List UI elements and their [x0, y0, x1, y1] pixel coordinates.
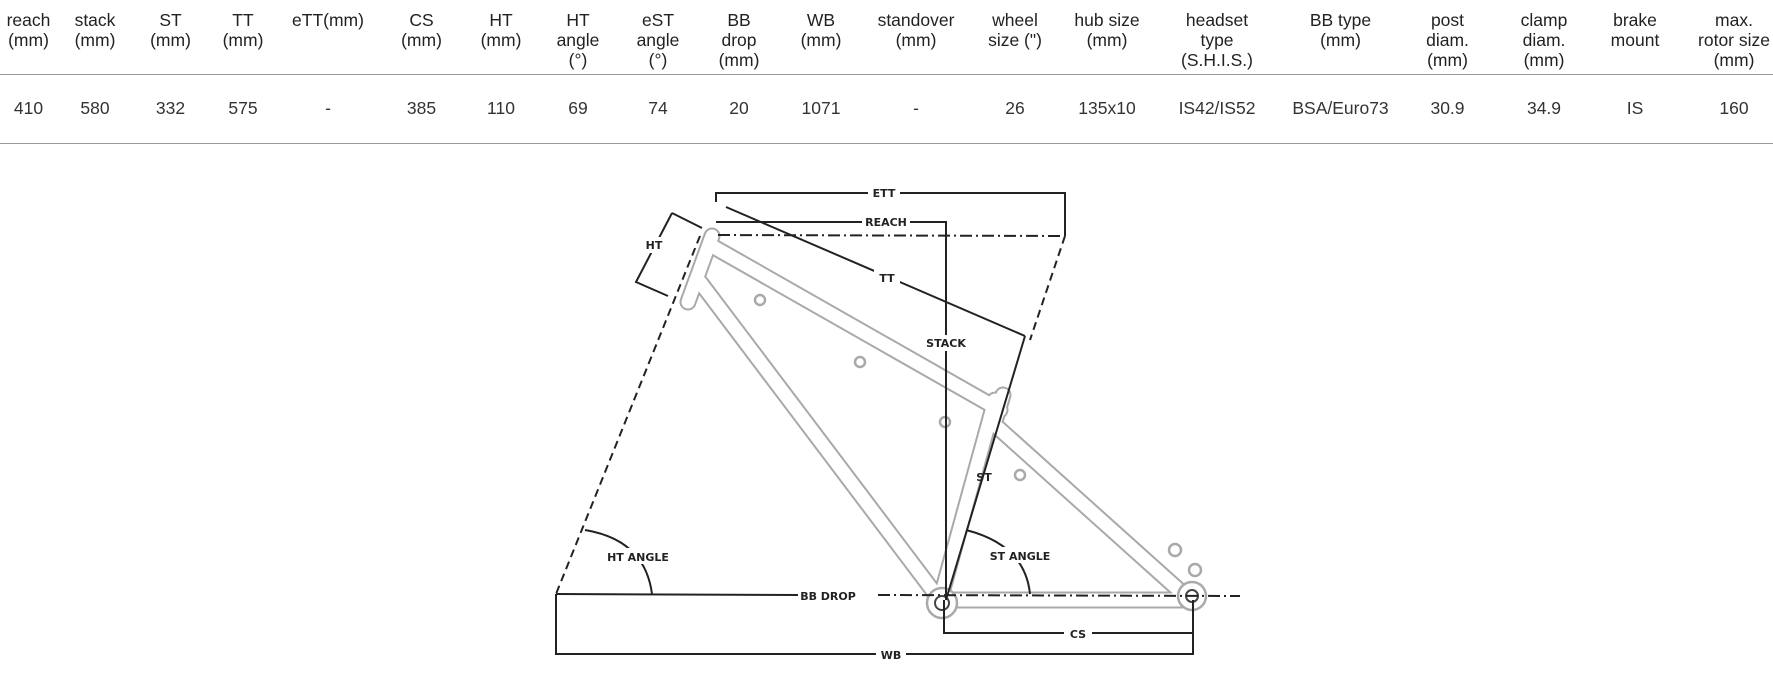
cell-ht-angle: 69	[537, 74, 619, 144]
ht-axis-line	[555, 235, 701, 595]
dimension-labels: ETT REACH HT TT STACK ST HT ANGLE ST ANG…	[604, 185, 1092, 663]
geometry-table: reach (mm) stack (mm) ST (mm) TT (mm) eT…	[0, 0, 1773, 144]
header-standover: standover (mm)	[861, 0, 971, 75]
table-header-row: reach (mm) stack (mm) ST (mm) TT (mm) eT…	[0, 0, 1773, 75]
header-clamp-diam: clamp diam. (mm)	[1493, 0, 1595, 75]
cell-wheel-size: 26	[971, 74, 1059, 144]
header-brake-mount: brake mount	[1595, 0, 1675, 75]
header-ht-angle: HT angle (°)	[537, 0, 619, 75]
seatstay-mount	[1013, 468, 1027, 482]
label-reach: REACH	[865, 216, 907, 229]
seat-axis-line	[1029, 235, 1066, 341]
header-post-diam: post diam. (mm)	[1402, 0, 1493, 75]
st-line	[945, 335, 1026, 601]
header-wheel-size: wheel size (")	[971, 0, 1059, 75]
header-tt: TT (mm)	[208, 0, 278, 75]
label-st: ST	[976, 471, 992, 484]
bb-drop-line	[555, 593, 801, 596]
table-row: 410 580 332 575 - 385 110 69 74 20 1071 …	[0, 74, 1773, 144]
cell-post-diam: 30.9	[1402, 74, 1493, 144]
cell-stack: 580	[57, 74, 133, 144]
label-wb: WB	[881, 649, 902, 662]
cell-standover: -	[861, 74, 971, 144]
bottle-mount-2	[853, 355, 867, 369]
label-tt: TT	[879, 272, 895, 285]
header-st: ST (mm)	[133, 0, 208, 75]
cell-headset-type: IS42/IS52	[1155, 74, 1279, 144]
bike-frame	[679, 227, 1208, 620]
header-ett: eTT(mm)	[278, 0, 378, 75]
header-headset-type: headset type (S.H.I.S.)	[1155, 0, 1279, 75]
label-bb-drop: BB DROP	[800, 590, 856, 603]
label-ht: HT	[646, 239, 663, 252]
cell-max-rotor: 160	[1675, 74, 1773, 144]
header-stack: stack (mm)	[57, 0, 133, 75]
dimension-lines	[555, 192, 1241, 655]
bottle-mount-1	[753, 293, 767, 307]
cell-clamp-diam: 34.9	[1493, 74, 1595, 144]
wb-line	[555, 594, 1194, 655]
label-ht-angle: HT ANGLE	[607, 551, 669, 564]
ht-line	[634, 212, 673, 297]
cell-reach: 410	[0, 74, 57, 144]
header-bb-drop: BB drop (mm)	[697, 0, 781, 75]
header-est-angle: eST angle (°)	[619, 0, 697, 75]
reach-line	[716, 221, 947, 600]
header-ht: HT (mm)	[465, 0, 537, 75]
header-cs: CS (mm)	[378, 0, 465, 75]
header-hub-size: hub size (mm)	[1059, 0, 1155, 75]
cell-st: 332	[133, 74, 208, 144]
label-cs: CS	[1070, 628, 1086, 641]
cell-ht: 110	[465, 74, 537, 144]
cell-ett: -	[278, 74, 378, 144]
cell-hub-size: 135x10	[1059, 74, 1155, 144]
cell-est-angle: 74	[619, 74, 697, 144]
cs-line	[943, 600, 1193, 634]
cell-bb-drop: 20	[697, 74, 781, 144]
cell-brake-mount: IS	[1595, 74, 1675, 144]
cell-cs: 385	[378, 74, 465, 144]
header-wb: WB (mm)	[781, 0, 861, 75]
header-max-rotor: max. rotor size (mm)	[1675, 0, 1773, 75]
brake-mount-lower	[1187, 562, 1203, 578]
label-stack: STACK	[926, 337, 966, 350]
label-ett: ETT	[873, 187, 896, 200]
cell-bb-type: BSA/Euro73	[1279, 74, 1402, 144]
header-bb-type: BB type (mm)	[1279, 0, 1402, 75]
cell-tt: 575	[208, 74, 278, 144]
label-st-angle: ST ANGLE	[990, 550, 1051, 563]
cell-wb: 1071	[781, 74, 861, 144]
brake-mount-upper	[1167, 542, 1183, 558]
header-reach: reach (mm)	[0, 0, 57, 75]
effective-top-tube-line	[717, 234, 1066, 237]
